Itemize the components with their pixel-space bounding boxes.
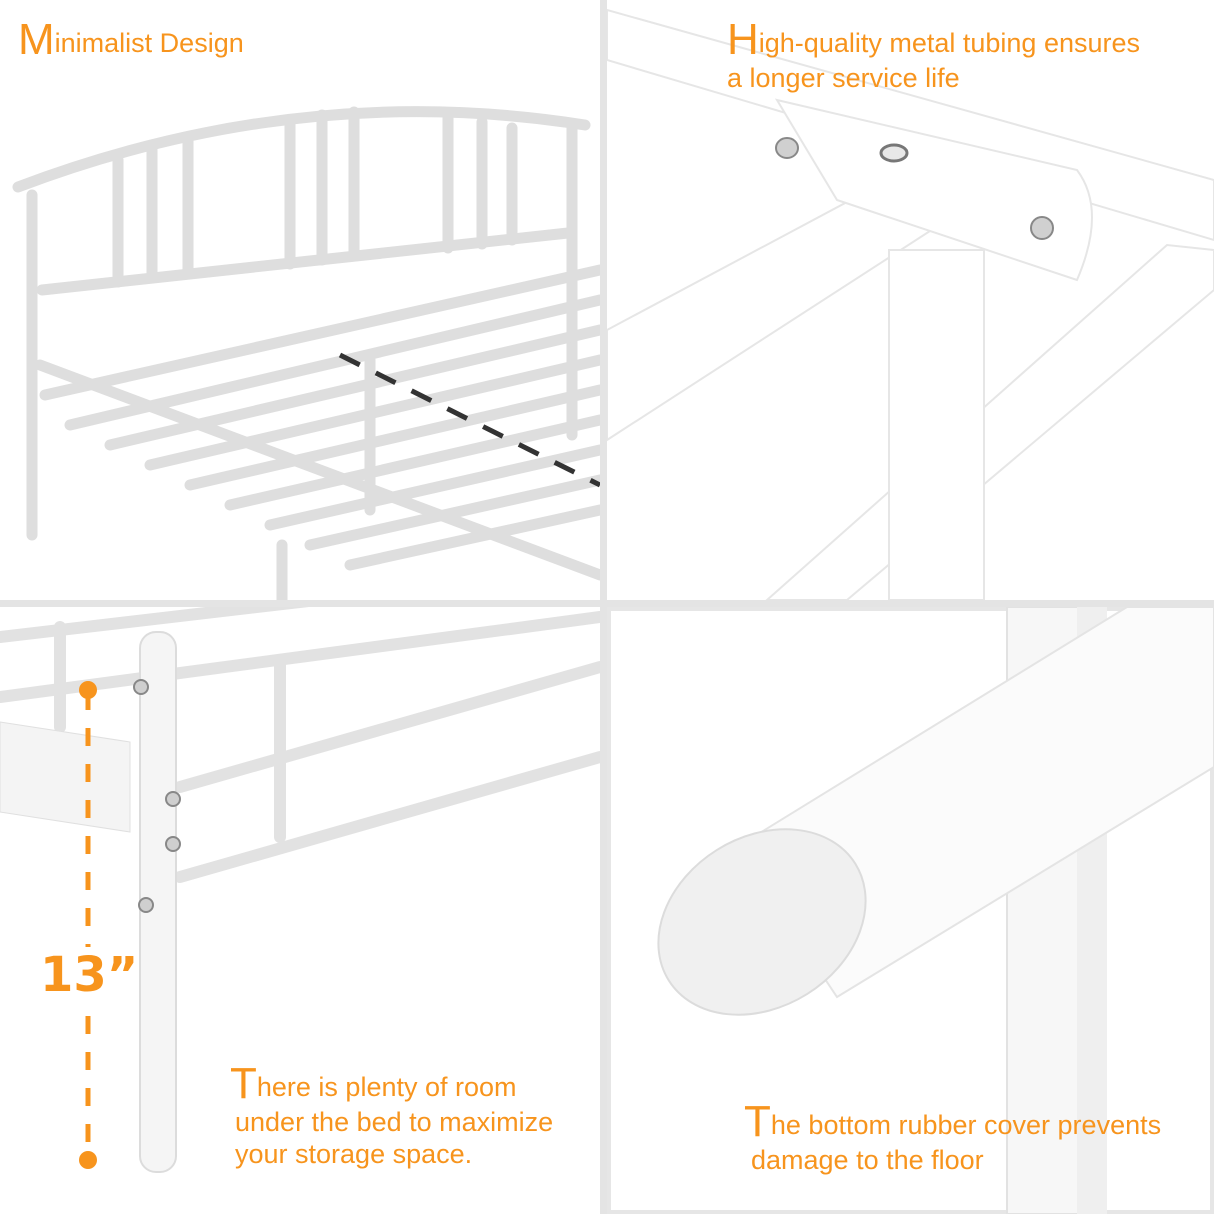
- tube-endcap-illustration: [607, 607, 1214, 1214]
- panel-minimalist-design: Minimalist Design: [0, 0, 600, 600]
- horizontal-divider: [0, 600, 1214, 607]
- vertical-divider: [600, 0, 607, 1214]
- caption-metal-tubing: High-quality metal tubing ensures a long…: [727, 15, 1140, 94]
- panel-metal-tubing: High-quality metal tubing ensures a long…: [607, 0, 1214, 600]
- bolt-icon: [775, 137, 1054, 240]
- tubing-joint-illustration: [607, 8, 1214, 600]
- caption-rubber-cover: The bottom rubber cover prevents damage …: [744, 1097, 1162, 1176]
- panel-storage-space: 13” There is plenty of room under the be…: [0, 607, 600, 1214]
- caption-minimalist-design: Minimalist Design: [18, 15, 244, 64]
- bed-frame-illustration: [12, 106, 600, 600]
- bed-leg-illustration: [0, 607, 600, 1173]
- height-measurement: 13”: [40, 947, 139, 1003]
- panel-rubber-cover: The bottom rubber cover prevents damage …: [607, 607, 1214, 1214]
- caption-storage-space: There is plenty of room under the bed to…: [230, 1059, 554, 1170]
